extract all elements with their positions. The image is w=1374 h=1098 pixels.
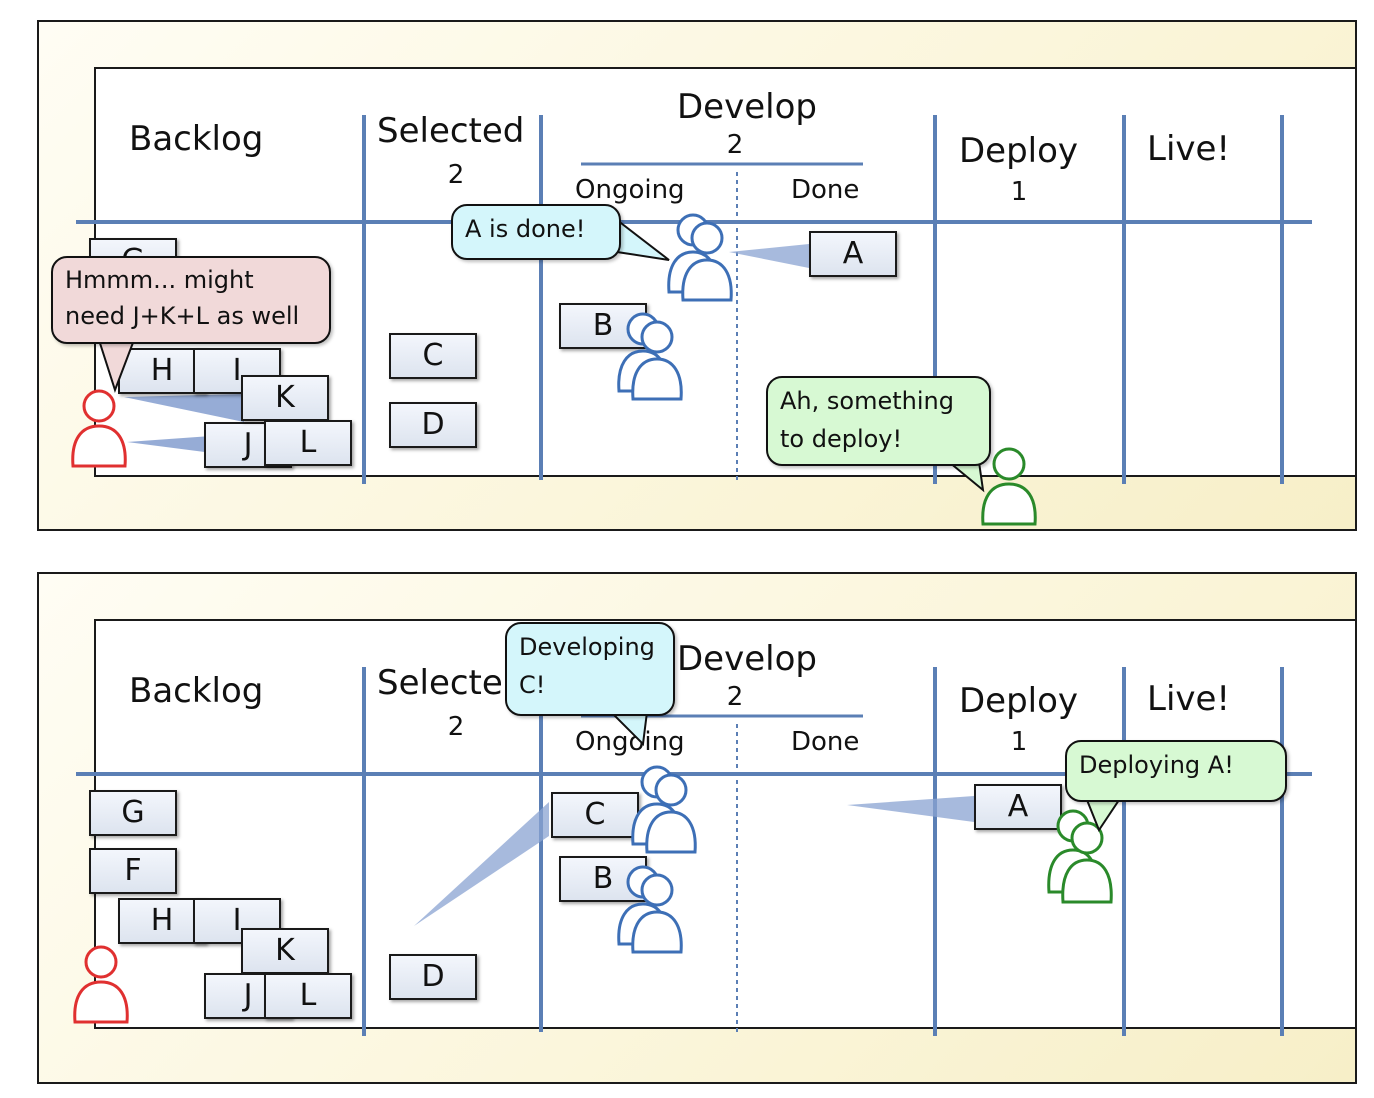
speech-bubble-dev: A is done!	[451, 204, 621, 260]
subcolumn-done: Done	[791, 727, 860, 757]
wip-limit-deploy: 1	[1010, 177, 1028, 207]
task-card-g[interactable]: G	[89, 790, 177, 836]
column-header-selected: Selecte	[377, 663, 503, 703]
backlog-person-icon	[73, 945, 129, 1024]
bubble-text-line: Hmmm... might	[65, 266, 254, 294]
bubble-text-line: C!	[519, 671, 546, 699]
speech-bubble-deploy: Deploying A!	[1065, 740, 1287, 802]
bubble-text: Deploying A!	[1079, 751, 1234, 779]
column-header-develop: Develop	[677, 87, 817, 127]
task-card-l[interactable]: L	[264, 973, 352, 1019]
bubble-text: A is done!	[465, 215, 586, 243]
subcolumn-ongoing: Ongoing	[575, 727, 685, 757]
wip-limit-develop: 2	[726, 130, 744, 160]
deployer-pair-icon	[1047, 809, 1113, 904]
bubble-text-line: need J+K+L as well	[65, 302, 300, 330]
bubble-text-line: to deploy!	[780, 425, 903, 453]
wip-limit-develop: 2	[726, 682, 744, 712]
column-header-backlog: Backlog	[129, 119, 264, 159]
task-card-d[interactable]: D	[389, 402, 477, 448]
bottom-panel: Backlog Selecte 2 Develop 2 Ongoing Done…	[37, 572, 1357, 1084]
speech-bubble-deploy: Ah, something to deploy!	[766, 376, 991, 466]
developer-pair-icon-b	[617, 865, 683, 954]
deployer-person-icon	[981, 447, 1037, 526]
task-card-k[interactable]: K	[241, 375, 329, 421]
task-card-h[interactable]: H	[118, 898, 206, 944]
wip-limit-selected: 2	[447, 160, 465, 190]
developer-pair-icon-c	[631, 765, 697, 854]
column-header-selected: Selected	[377, 111, 525, 151]
task-card-l[interactable]: L	[264, 420, 352, 466]
column-header-live: Live!	[1147, 679, 1231, 719]
bubble-text-line: Ah, something	[780, 387, 954, 415]
task-card-f[interactable]: F	[89, 848, 177, 894]
speech-bubble-dev: Developing C!	[505, 622, 675, 716]
task-card-a[interactable]: A	[809, 231, 897, 277]
bubble-text-line: Developing	[519, 633, 655, 661]
subcolumn-ongoing: Ongoing	[575, 175, 685, 205]
developer-pair-icon-b	[617, 312, 683, 401]
speech-bubble-backlog: Hmmm... might need J+K+L as well	[51, 256, 331, 344]
subcolumn-done: Done	[791, 175, 860, 205]
task-card-c[interactable]: C	[551, 792, 639, 838]
task-card-c[interactable]: C	[389, 333, 477, 379]
wip-limit-selected: 2	[447, 712, 465, 742]
column-header-backlog: Backlog	[129, 671, 264, 711]
backlog-person-icon	[71, 389, 127, 468]
task-card-d[interactable]: D	[389, 954, 477, 1000]
column-header-develop: Develop	[677, 639, 817, 679]
column-header-live: Live!	[1147, 129, 1231, 169]
column-header-deploy: Deploy	[959, 681, 1079, 721]
column-header-deploy: Deploy	[959, 131, 1079, 171]
top-panel: Backlog Selected 2 Develop 2 Ongoing Don…	[37, 20, 1357, 531]
wip-limit-deploy: 1	[1010, 727, 1028, 757]
task-card-a[interactable]: A	[974, 784, 1062, 830]
task-card-k[interactable]: K	[241, 928, 329, 974]
developer-pair-icon-a	[667, 213, 733, 302]
